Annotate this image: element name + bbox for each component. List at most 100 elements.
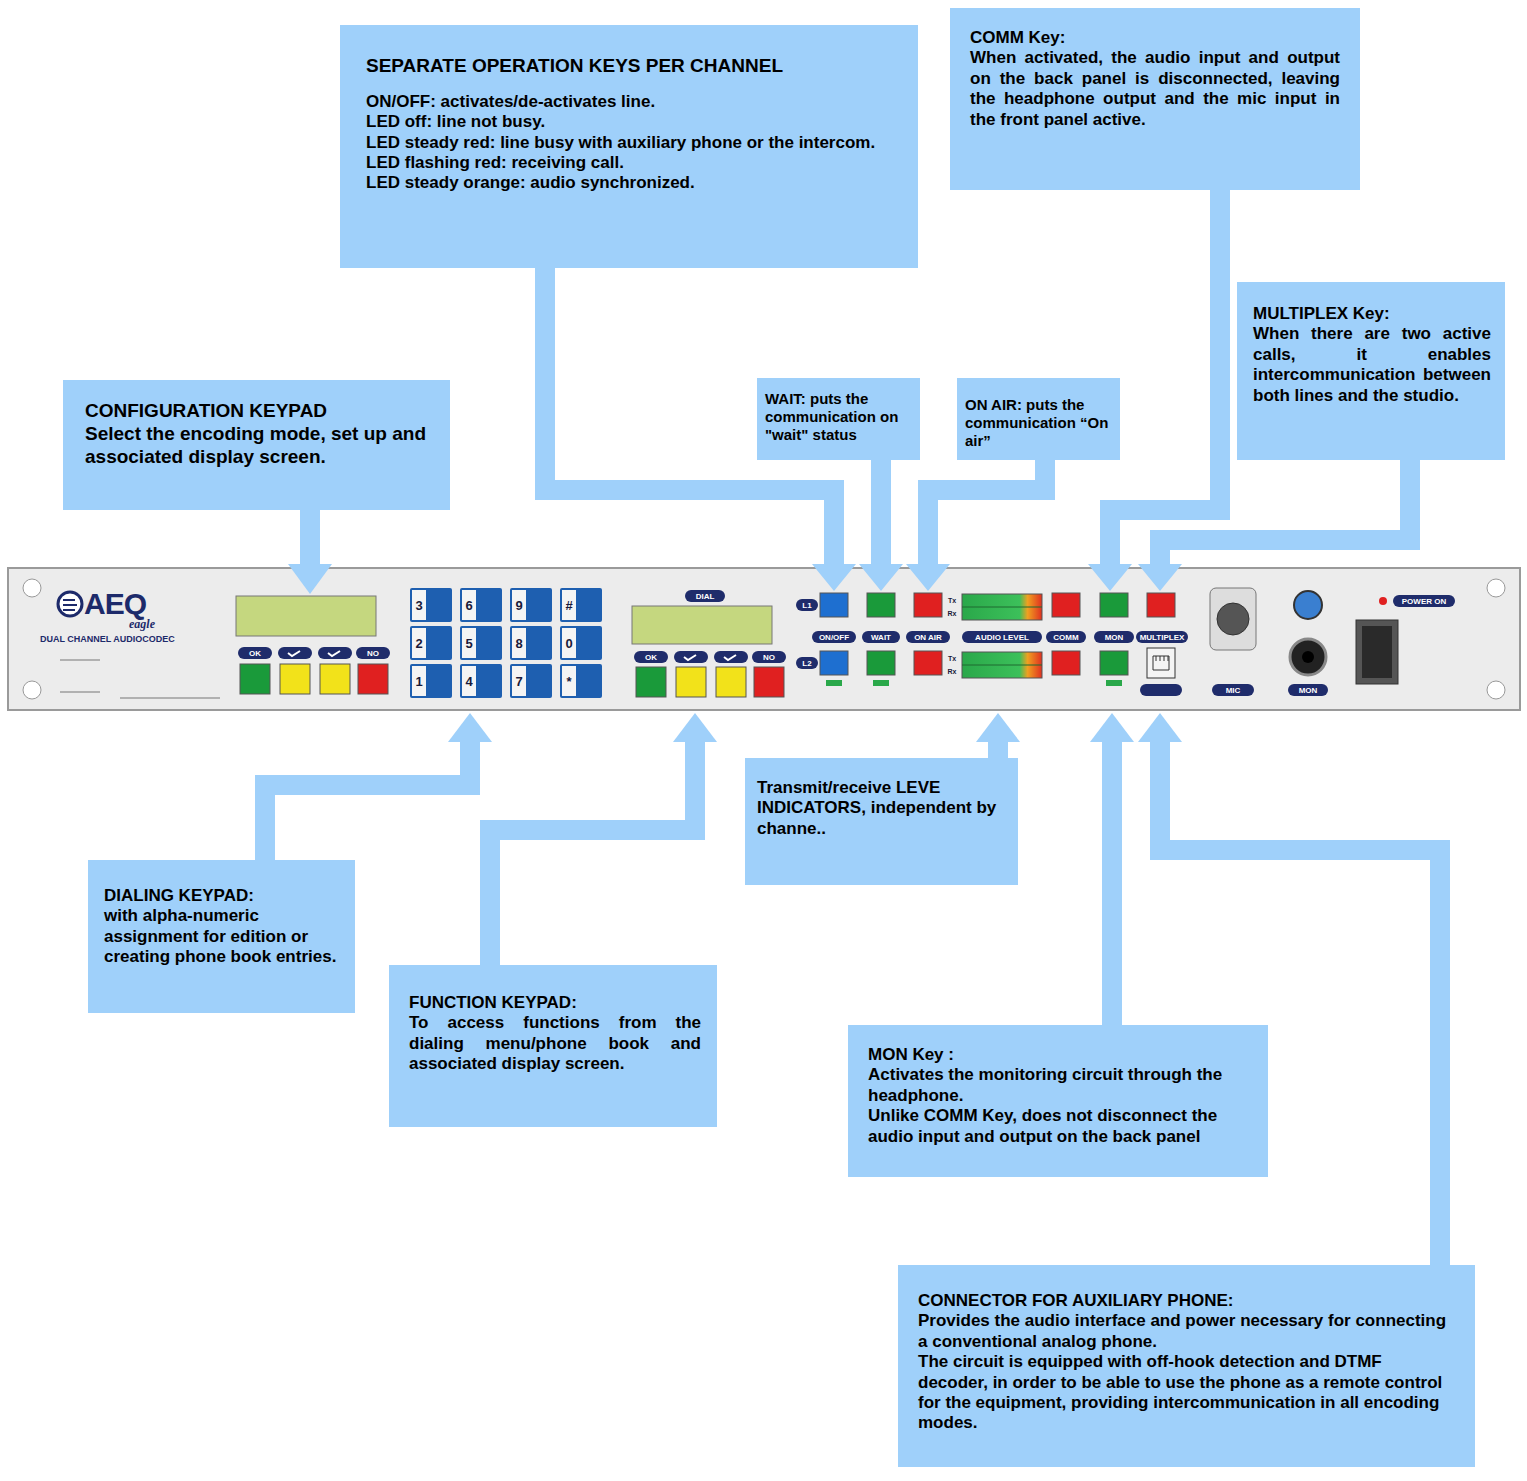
key-tag xyxy=(1046,631,1086,643)
front-panel xyxy=(8,568,1520,710)
logo-icon xyxy=(58,592,82,616)
arrow-head xyxy=(859,564,903,591)
callout-text: The circuit is equipped with off-hook de… xyxy=(918,1352,1455,1434)
key-digit: 7 xyxy=(512,666,526,696)
key-face xyxy=(512,590,526,620)
callout-text: Select the encoding mode, set up and ass… xyxy=(85,423,434,469)
leader-line xyxy=(1102,740,1122,1035)
line-tag xyxy=(796,599,818,611)
xlr-connector xyxy=(1210,588,1256,650)
callout-text: Unlike COMM Key, does not disconnect the… xyxy=(868,1106,1248,1147)
phone-jack xyxy=(1153,656,1169,670)
key-digit: 8 xyxy=(512,628,526,658)
key-tag xyxy=(812,631,856,643)
check-icon xyxy=(724,655,736,660)
leader-line xyxy=(1160,740,1440,1275)
arrow-head xyxy=(1138,713,1182,742)
key-face xyxy=(562,628,576,658)
key-digit: 5 xyxy=(462,628,476,658)
callout-text: Provides the audio interface and power n… xyxy=(918,1311,1455,1352)
function-key xyxy=(320,664,350,694)
arrow-head xyxy=(288,564,332,594)
key-digit: 4 xyxy=(462,666,476,696)
no-key xyxy=(358,664,388,694)
key-face xyxy=(512,666,526,696)
callout-heading: COMM Key: xyxy=(970,28,1340,48)
callout-heading: DIALING KEYPAD: xyxy=(104,886,341,906)
key-tag xyxy=(714,651,748,663)
key-tag xyxy=(906,631,950,643)
key-label: OK xyxy=(634,651,668,663)
callout-heading: CONNECTOR FOR AUXILIARY PHONE: xyxy=(918,1291,1455,1311)
lcd-display xyxy=(632,606,772,644)
rack-hole xyxy=(23,681,41,699)
key-tag xyxy=(752,651,786,663)
key-label: MON xyxy=(1288,684,1328,696)
key-face xyxy=(462,628,476,658)
on-air-key xyxy=(914,593,942,617)
rack-hole xyxy=(1487,579,1505,597)
check-icon xyxy=(684,655,696,660)
key-face xyxy=(462,666,476,696)
key-tag xyxy=(962,631,1042,643)
key-label: NO xyxy=(752,651,786,663)
rack-hole xyxy=(1487,681,1505,699)
callout-heading: FUNCTION KEYPAD: xyxy=(409,993,701,1013)
callout-text: LED steady orange: audio synchronized. xyxy=(366,173,898,193)
key-label: NO xyxy=(356,647,390,659)
callout-text: ON AIR: puts the communication “On air” xyxy=(965,396,1114,450)
callout-heading: MULTIPLEX Key: xyxy=(1253,304,1491,324)
headphone-jack xyxy=(1290,639,1326,675)
callout-text: ON/OFF: activates/de-activates line. xyxy=(366,92,898,112)
leader-line xyxy=(265,740,470,870)
callout-heading: CONFIGURATION KEYPAD xyxy=(85,400,434,423)
check-icon xyxy=(288,651,300,656)
rack-hole xyxy=(23,579,41,597)
keypad-key xyxy=(560,664,602,698)
wait-key xyxy=(867,651,895,675)
arrow-head xyxy=(812,564,856,591)
callout-box: COMM Key:When activated, the audio input… xyxy=(950,8,1360,190)
callout-box: CONNECTOR FOR AUXILIARY PHONE:Provides t… xyxy=(898,1265,1475,1467)
key-label: COMM xyxy=(1046,631,1086,643)
brand-logo: AEQ xyxy=(84,588,184,620)
function-key xyxy=(716,667,746,697)
callout-heading: MON Key : xyxy=(868,1045,1248,1065)
callout-box: ON AIR: puts the communication “On air” xyxy=(957,378,1120,460)
keypad-key xyxy=(460,626,502,660)
on-air-key xyxy=(914,651,942,675)
meter-label: Rx xyxy=(944,607,960,620)
callout-text: To access functions from the dialing men… xyxy=(409,1013,701,1074)
callout-box: FUNCTION KEYPAD:To access functions from… xyxy=(389,965,717,1127)
arrow-head xyxy=(1138,564,1182,591)
key-face xyxy=(412,628,426,658)
key-label: AUDIO LEVEL xyxy=(962,631,1042,643)
leader-line xyxy=(928,452,1045,566)
arrow-head xyxy=(906,564,950,591)
key-tag xyxy=(1288,684,1328,696)
led xyxy=(826,680,842,686)
led xyxy=(1106,680,1122,686)
key-tag xyxy=(685,590,725,602)
callout-box: MON Key :Activates the monitoring circui… xyxy=(848,1025,1268,1177)
key-label: ON/OFF xyxy=(812,631,856,643)
callout-box: DIALING KEYPAD:with alpha-numeric assign… xyxy=(88,860,355,1013)
key-tag xyxy=(1094,631,1134,643)
key-tag xyxy=(1136,631,1188,643)
ok-key xyxy=(240,664,270,694)
no-key xyxy=(754,667,784,697)
key-label: OK xyxy=(238,647,272,659)
key-digit: 3 xyxy=(412,590,426,620)
key-label: L2 xyxy=(796,657,818,669)
keypad-key xyxy=(410,664,452,698)
mon-key xyxy=(1100,593,1128,617)
keypad-key xyxy=(460,588,502,622)
key-label: ON AIR xyxy=(906,631,950,643)
key-tag xyxy=(1393,595,1455,607)
callout-text: LED off: line not busy. xyxy=(366,112,898,132)
product-name: DUAL CHANNEL AUDIOCODEC xyxy=(40,632,230,645)
callout-box: SEPARATE OPERATION KEYS PER CHANNELON/OF… xyxy=(340,25,918,268)
key-digit: 6 xyxy=(462,590,476,620)
keypad-key xyxy=(560,626,602,660)
on-off-key xyxy=(820,593,848,617)
